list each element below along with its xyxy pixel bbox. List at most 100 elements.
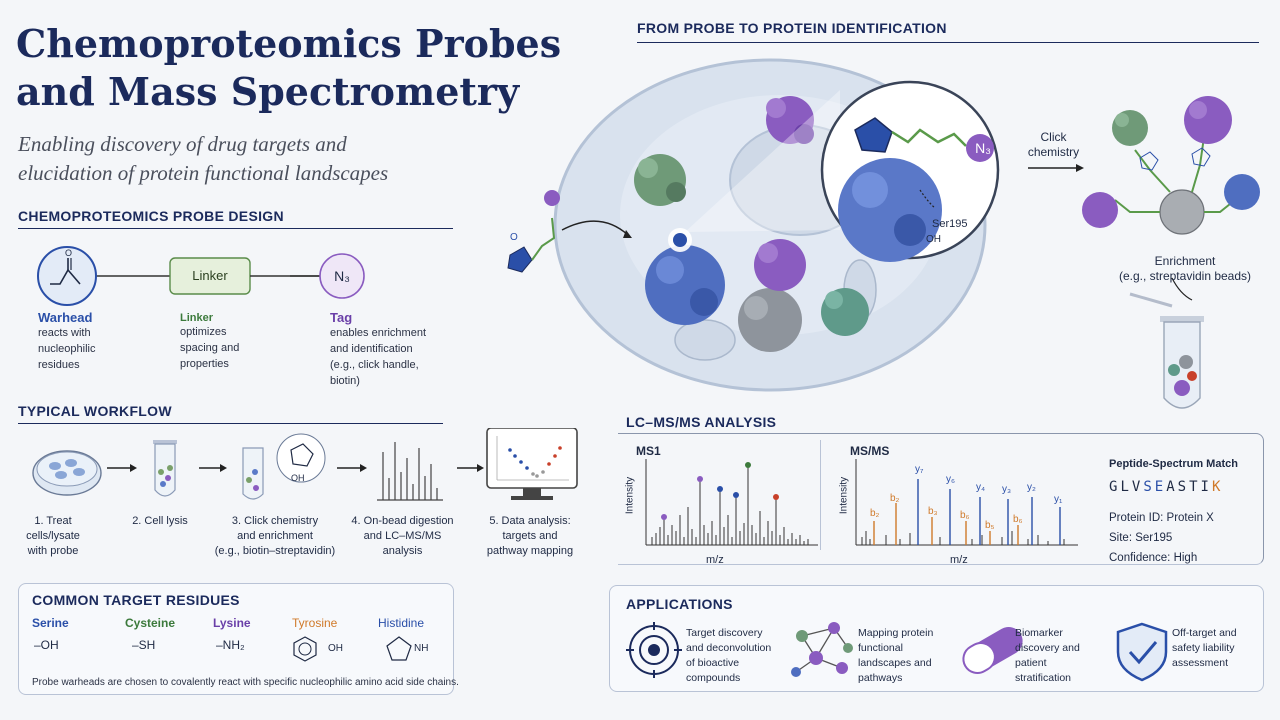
pipeline-title: FROM PROBE TO PROTEIN IDENTIFICATION: [637, 20, 947, 36]
applications-icons: [626, 622, 1168, 682]
residue-serine-group: –OH: [34, 638, 59, 652]
ion-b6-b: b₆: [1013, 514, 1023, 525]
lcms-divider: [820, 440, 821, 550]
protein-gray-icon: [738, 288, 802, 352]
residues-note: Probe warheads are chosen to covalently …: [32, 677, 459, 688]
ion-b3: b₃: [928, 506, 938, 517]
lysis-tube-icon: [153, 440, 177, 497]
residue-cysteine-name: Cysteine: [125, 616, 176, 630]
tyrosine-ring-icon: [293, 636, 317, 662]
ms1-x-label: m/z: [706, 554, 724, 566]
warhead-desc-1: reacts with: [38, 327, 91, 339]
app-2-l1: Mapping protein: [858, 627, 934, 639]
workflow-step-5: 5. Data analysis: targets and pathway ma…: [470, 514, 590, 559]
msms-y-label: Intensity: [838, 476, 850, 515]
tag-desc-1: enables enrichment: [330, 327, 427, 339]
residue-histidine-group: NH: [414, 643, 429, 654]
residues-panel: [18, 583, 454, 695]
ion-b5: b₅: [985, 520, 995, 531]
ion-y4: y₄: [976, 482, 986, 493]
warhead-name: Warhead: [38, 310, 93, 325]
app-3-l3: patient: [1015, 657, 1047, 669]
peptide-aa-6: A: [1166, 479, 1178, 495]
workflow-title: TYPICAL WORKFLOW: [18, 403, 172, 419]
histidine-ring-icon: [386, 636, 412, 661]
linker-desc-1: optimizes: [180, 326, 227, 338]
workflow-step-4-l2: and LC–MS/MS: [363, 530, 442, 542]
msms-label: MS/MS: [850, 444, 890, 458]
tag-desc-3: (e.g., click handle,: [330, 359, 419, 371]
workflow-step-5-l1: 5. Data analysis:: [489, 515, 571, 527]
peptide-aa-8: T: [1189, 479, 1201, 495]
app-4-l2: safety liability: [1172, 642, 1235, 654]
subtitle-line-1: Enabling discovery of drug targets and: [18, 132, 347, 156]
app-1-l3: of bioactive: [686, 657, 740, 669]
tag-circle: [319, 253, 365, 299]
workflow-step-1-l3: with probe: [27, 545, 79, 557]
probe-design-title: CHEMOPROTEOMICS PROBE DESIGN: [18, 208, 284, 224]
capsule-icon: [962, 627, 1023, 674]
linker-name: Linker: [180, 312, 214, 324]
peptide-aa-10: K: [1211, 479, 1224, 495]
protein-teal-icon: [821, 288, 869, 336]
residue-lysine-group: –NH₂: [216, 638, 245, 652]
warhead-desc-3: residues: [38, 359, 80, 371]
title-line-2: and Mass Spectrometry: [16, 69, 520, 114]
residue-serine-name: Serine: [32, 616, 69, 630]
ms1-spectrum: [645, 459, 818, 546]
app-1-l4: compounds: [686, 672, 741, 684]
tag-name: Tag: [330, 310, 353, 325]
click-tube-icon: [242, 433, 326, 500]
bound-protein-blue: [1224, 174, 1260, 210]
confidence: Confidence: High: [1109, 552, 1198, 564]
ion-y6: y₆: [946, 474, 956, 485]
tag-description: Tag enables enrichment and identificatio…: [330, 310, 455, 389]
warhead-desc-2: nucleophilic: [38, 343, 96, 355]
page-subtitle: Enabling discovery of drug targets and e…: [18, 130, 438, 188]
peptide-sequence: GLVSEASTIK: [1109, 479, 1223, 495]
msms-spectrum: [855, 459, 1078, 546]
workflow-step-1-l1: 1. Treat: [34, 515, 72, 527]
protein-id: Protein ID: Protein X: [1109, 512, 1214, 524]
application-biomarker: Biomarker discovery and patient stratifi…: [1015, 626, 1115, 686]
ser195-label: Ser195: [932, 218, 968, 230]
workflow-step-3: 3. Click chemistry and enrichment (e.g.,…: [205, 514, 345, 559]
residue-histidine-name: Histidine: [378, 616, 425, 630]
site: Site: Ser195: [1109, 532, 1173, 544]
target-protein-icon: [645, 245, 725, 325]
tag-circle-label: N₃: [334, 268, 350, 284]
petri-dish-icon: [32, 450, 102, 496]
lcms-title: LC–MS/MS ANALYSIS: [626, 414, 777, 430]
app-3-l1: Biomarker: [1015, 627, 1063, 639]
pipeline-rule: [637, 42, 1259, 43]
lcms-panel: [618, 433, 1264, 565]
workflow-step-2-l1: 2. Cell lysis: [132, 515, 188, 527]
mitochondrion-icon: [674, 319, 736, 361]
app-4-l3: assessment: [1172, 657, 1229, 669]
peptide-aa-9: I: [1200, 479, 1212, 495]
network-icon: [791, 622, 853, 677]
ser-oh-label: OH: [926, 234, 941, 245]
page-title: Chemoproteomics Probes and Mass Spectrom…: [16, 20, 576, 116]
workflow-step-3-l3: (e.g., biotin–streptavidin): [214, 545, 336, 557]
psm-title: Peptide-Spectrum Match: [1109, 458, 1238, 470]
svg-text:O: O: [65, 248, 72, 258]
tag-desc-4: biotin): [330, 375, 360, 387]
workflow-step-1: 1. Treat cells/lysate with probe: [8, 514, 98, 559]
ms1-label: MS1: [636, 444, 661, 458]
enrichment-tube-icon: [1129, 292, 1204, 409]
bound-protein-violet: [1082, 192, 1118, 228]
subtitle-line-2: elucidation of protein functional landsc…: [18, 161, 389, 185]
workflow-diagram: OH: [32, 428, 578, 501]
residue-cysteine-group: –SH: [132, 638, 156, 652]
enrichment-l2: (e.g., streptavidin beads): [1118, 269, 1252, 283]
shield-check-icon: [1116, 622, 1168, 682]
enrichment-l1: Enrichment: [1154, 254, 1216, 268]
protein-violet-icon: [754, 239, 806, 291]
applications-title: APPLICATIONS: [626, 596, 733, 612]
peptide-aa-2: L: [1120, 479, 1132, 495]
click-chemistry-l1: Click: [1040, 130, 1067, 144]
ion-y3: y₃: [1002, 484, 1012, 495]
peptide-aa-7: S: [1177, 479, 1190, 495]
linker-desc-2: spacing and: [180, 342, 240, 354]
